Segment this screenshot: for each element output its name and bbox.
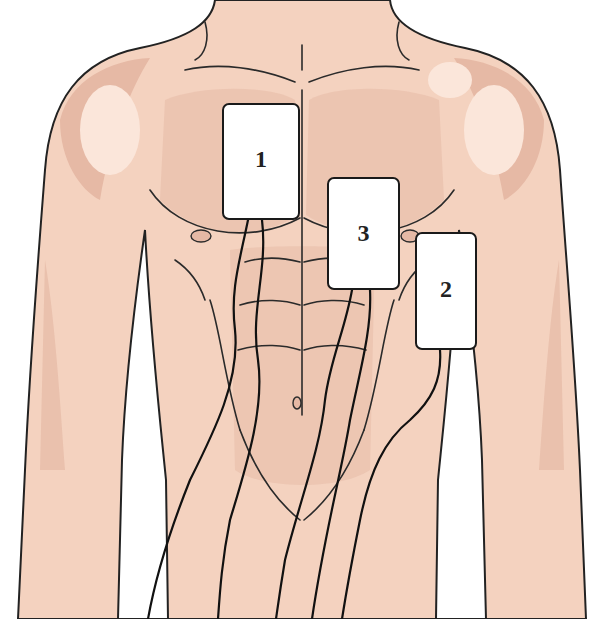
electrode-pad: 1 xyxy=(222,103,300,220)
body-silhouette xyxy=(18,0,586,619)
electrode-pad: 3 xyxy=(327,177,400,290)
callout-number: 2 xyxy=(440,277,452,301)
nipple xyxy=(191,230,211,242)
callout-number: 3 xyxy=(358,221,370,245)
skin-shading xyxy=(40,58,564,485)
anatomy-lines xyxy=(150,22,454,520)
electrode-pad: 2 xyxy=(415,232,477,350)
navel xyxy=(293,397,301,409)
callout-number: 1 xyxy=(255,147,267,171)
arm-gap-left xyxy=(118,230,168,619)
